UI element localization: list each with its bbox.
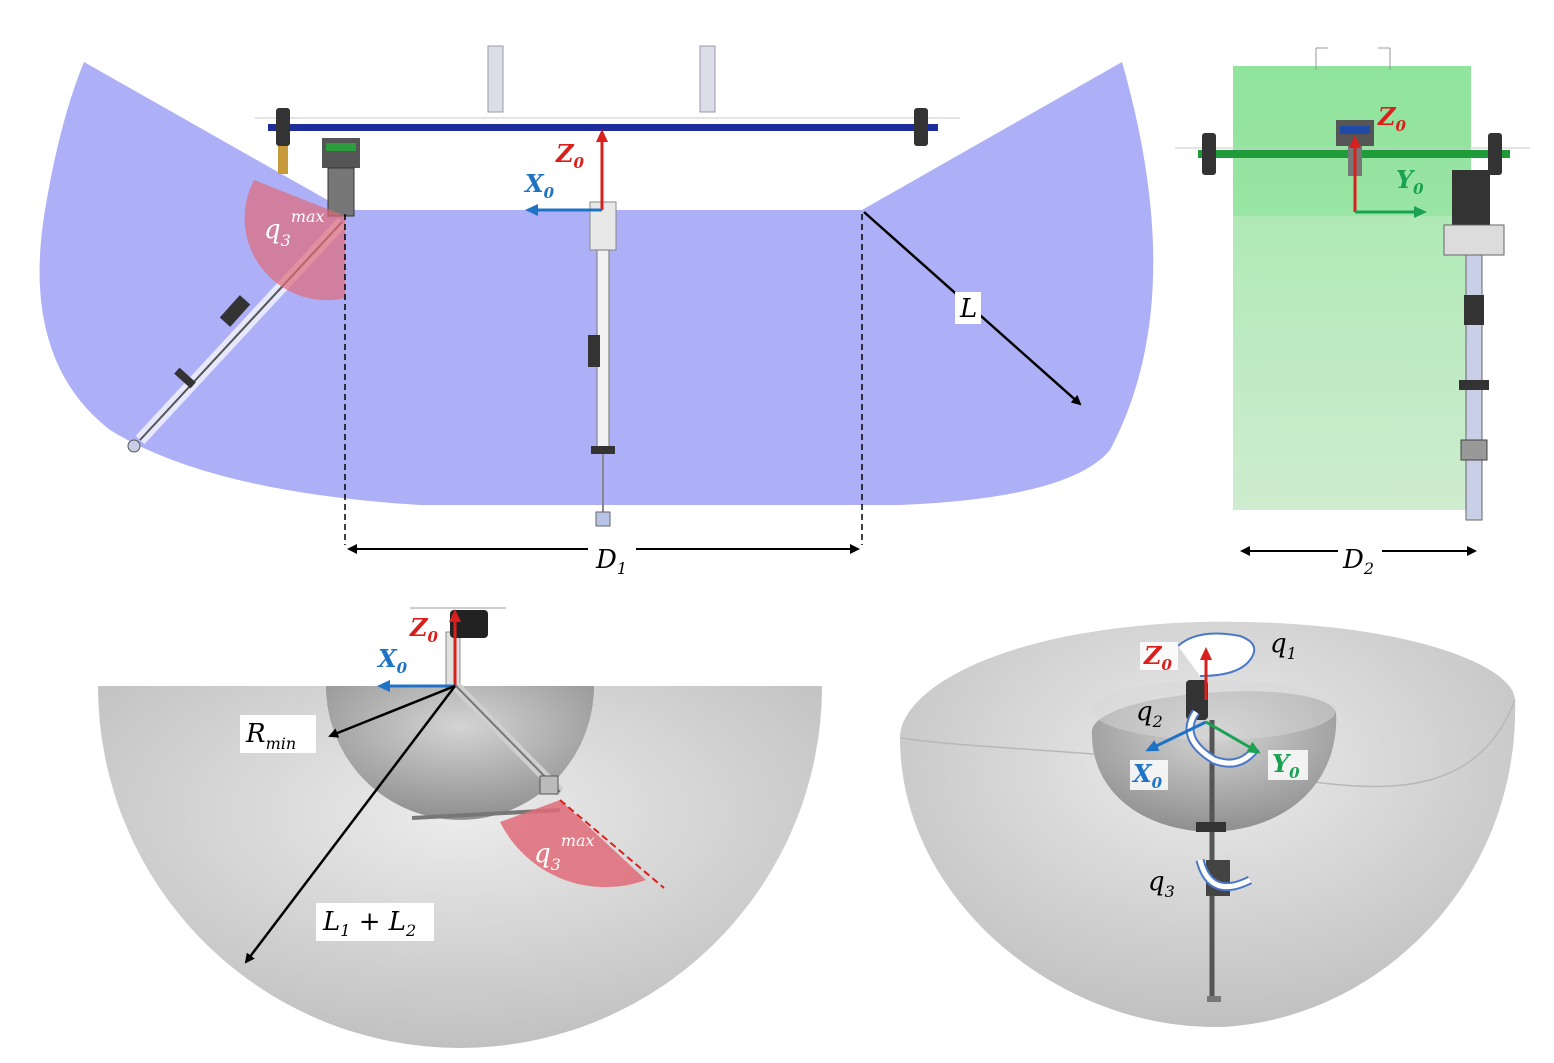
- front-wheel-left: [276, 108, 290, 146]
- front-width-label: D1: [595, 545, 627, 578]
- section-q3-sector: [500, 800, 646, 888]
- front-workspace-region: [39, 62, 1154, 505]
- front-reach-label: L: [959, 294, 977, 324]
- iso-arm: [1186, 680, 1230, 1002]
- iso-view-panel: Z0 X0 Y0 q1 q2 q3: [899, 621, 1516, 1028]
- front-carriage: [322, 138, 360, 168]
- section-reach-label: L1 + L2: [322, 907, 416, 940]
- side-axis-z-label: Z0: [1377, 102, 1407, 135]
- front-vertical-arm: [588, 201, 617, 527]
- section-reach-arrow: [244, 685, 456, 964]
- side-width-label: D2: [1342, 545, 1374, 578]
- front-q3-sector: [244, 180, 345, 301]
- side-arm: [1443, 170, 1505, 521]
- side-axis-y-label: Y0: [1396, 165, 1424, 198]
- front-support-post: [699, 45, 716, 113]
- iso-q2-label: q2: [1136, 697, 1163, 731]
- section-axis-x-label: X0: [376, 644, 408, 677]
- front-wheel-right: [914, 108, 928, 146]
- front-support-post: [487, 45, 504, 113]
- section-q3max-label: q3max: [534, 831, 595, 874]
- front-axis-z-label: Z0: [555, 139, 585, 172]
- front-rail: [268, 124, 938, 131]
- iso-axis-x-label: X0: [1131, 759, 1163, 792]
- section-rmin-label: Rmin: [245, 719, 296, 753]
- iso-q1-label: q1: [1270, 629, 1297, 663]
- section-rmin-arrow: [328, 684, 456, 738]
- section-outer-hemisphere: [98, 686, 822, 1048]
- section-axis-z-label: Z0: [409, 613, 439, 646]
- section-view-panel: q3max Z0 X0 Rmin L1 + L2: [98, 607, 822, 1048]
- side-wheel-right: [1488, 133, 1502, 175]
- front-view-panel: Z0 X0 q3max L D1: [39, 45, 1154, 578]
- front-axis-x-label: X0: [523, 169, 555, 202]
- iso-q1-rotation-icon: [1177, 632, 1256, 677]
- iso-axis-y: [1205, 720, 1261, 754]
- side-wheel-left: [1202, 133, 1216, 175]
- section-inner-sphere: [326, 686, 594, 820]
- iso-q3-label: q3: [1148, 867, 1175, 901]
- side-view-panel: Z0 Y0 D2: [1175, 47, 1530, 578]
- iso-axis-z-label: Z0: [1143, 641, 1173, 674]
- iso-axis-y-label: Y0: [1272, 749, 1300, 782]
- front-q3max-label: q3max: [264, 207, 325, 250]
- iso-axis-x: [1145, 720, 1207, 752]
